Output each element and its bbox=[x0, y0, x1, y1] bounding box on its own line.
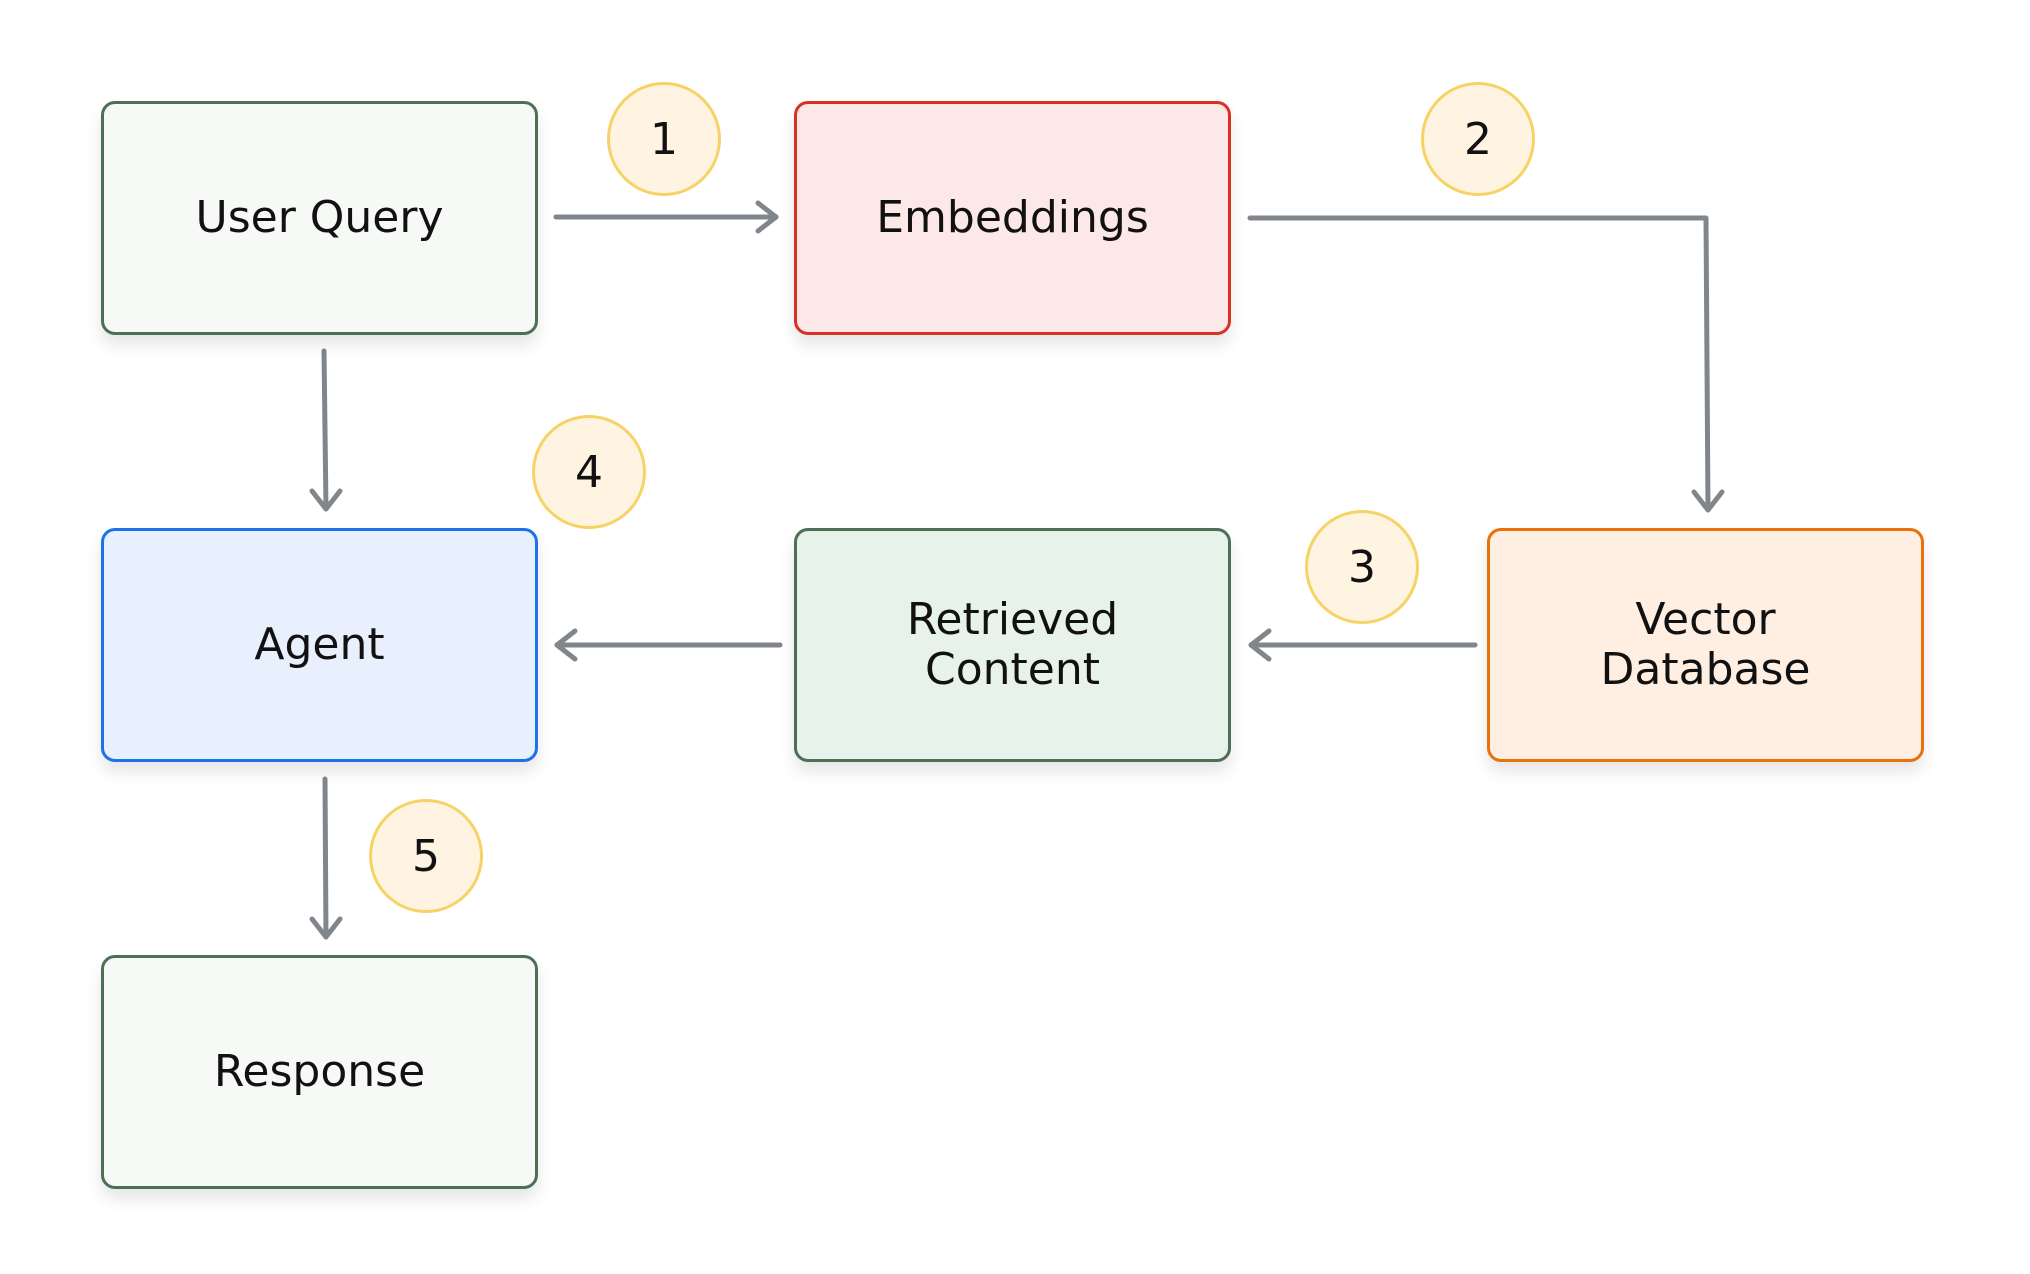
embeddings-label: Embeddings bbox=[876, 192, 1149, 243]
step-number-3: 3 bbox=[1348, 541, 1376, 593]
vector-database-label: Vector Database bbox=[1600, 594, 1811, 695]
step-number-1: 1 bbox=[650, 113, 678, 165]
agent-label: Agent bbox=[254, 619, 385, 670]
arrow-retrieved-to-agent-head bbox=[554, 628, 578, 662]
arrow-agent-to-response-head bbox=[309, 916, 343, 940]
retrieved-content-label: Retrieved Content bbox=[906, 594, 1119, 695]
step-badge-4: 4 bbox=[532, 415, 646, 529]
arrow-embeddings-to-vector-db-head bbox=[1691, 489, 1725, 513]
arrow-embeddings-to-vector-db bbox=[1247, 215, 1711, 513]
retrieved-content-node: Retrieved Content bbox=[794, 528, 1231, 762]
arrow-vector-db-to-retrieved-head bbox=[1248, 628, 1272, 662]
step-badge-1: 1 bbox=[607, 82, 721, 196]
step-number-5: 5 bbox=[412, 830, 440, 882]
arrow-query-to-embeddings-head bbox=[755, 200, 779, 234]
step-badge-5: 5 bbox=[369, 799, 483, 913]
step-number-4: 4 bbox=[575, 446, 603, 498]
user-query-label: User Query bbox=[195, 192, 444, 243]
response-label: Response bbox=[213, 1046, 426, 1097]
step-number-2: 2 bbox=[1464, 113, 1492, 165]
agent-node: Agent bbox=[101, 528, 538, 762]
arrow-query-to-agent bbox=[321, 348, 329, 512]
response-node: Response bbox=[101, 955, 538, 1189]
vector-database-node: Vector Database bbox=[1487, 528, 1924, 762]
user-query-node: User Query bbox=[101, 101, 538, 335]
arrow-agent-to-response bbox=[322, 776, 329, 940]
step-badge-3: 3 bbox=[1305, 510, 1419, 624]
embeddings-node: Embeddings bbox=[794, 101, 1231, 335]
arrow-query-to-agent-head bbox=[309, 488, 343, 512]
step-badge-2: 2 bbox=[1421, 82, 1535, 196]
